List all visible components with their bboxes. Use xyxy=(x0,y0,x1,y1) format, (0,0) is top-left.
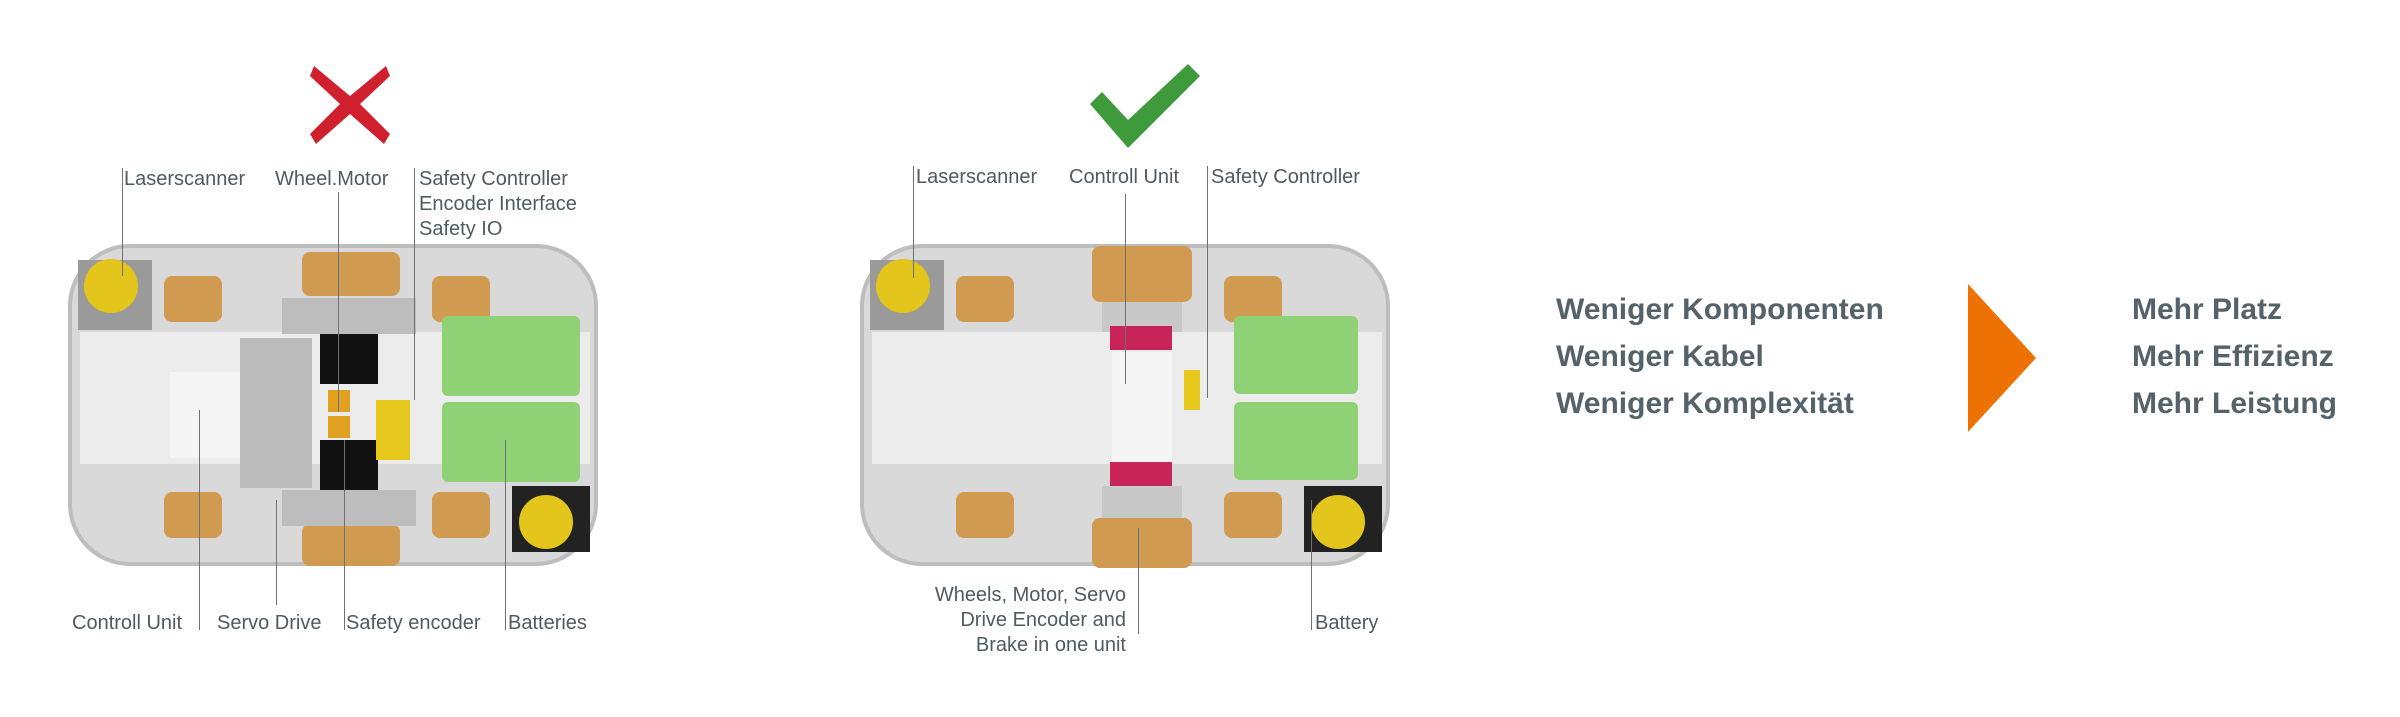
leader-line xyxy=(1125,194,1126,384)
label-batteries: Batteries xyxy=(508,612,587,634)
less-cables: Weniger Kabel xyxy=(1556,340,1764,373)
leader-line xyxy=(199,410,200,630)
label-integrated-unit-2: Drive Encoder and xyxy=(960,609,1126,631)
leader-line xyxy=(1311,500,1312,630)
label-wheel-motor: Wheel.Motor xyxy=(275,168,389,190)
arrow-right-icon xyxy=(1968,284,2036,432)
leader-line xyxy=(1138,528,1139,634)
less-complexity: Weniger Komplexität xyxy=(1556,387,1854,420)
label-battery: Battery xyxy=(1315,612,1379,634)
more-space: Mehr Platz xyxy=(2132,293,2283,326)
label-servo-drive: Servo Drive xyxy=(217,612,322,634)
leader-line xyxy=(1207,166,1208,398)
leader-line xyxy=(122,168,123,276)
leader-line xyxy=(414,168,415,400)
label-laserscanner: Laserscanner xyxy=(124,168,246,190)
leader-line xyxy=(338,192,339,412)
robot-integrated-diagram xyxy=(860,244,1390,568)
label-controll-unit: Controll Unit xyxy=(72,612,183,634)
leader-line xyxy=(276,500,277,605)
leader-line xyxy=(913,166,914,278)
label-integrated-unit-3: Brake in one unit xyxy=(975,634,1126,656)
label-laserscanner: Laserscanner xyxy=(916,166,1038,188)
label-safety-controller: Safety Controller xyxy=(1211,166,1360,188)
label-integrated-unit-1: Wheels, Motor, Servo xyxy=(934,584,1126,606)
label-controll-unit: Controll Unit xyxy=(1069,166,1180,188)
label-encoder-interface: Encoder Interface xyxy=(419,193,577,215)
check-icon xyxy=(1090,64,1200,148)
less-components: Weniger Komponenten xyxy=(1556,293,1884,326)
label-safety-io: Safety IO xyxy=(419,218,503,240)
label-safety-controller: Safety Controller xyxy=(419,168,568,190)
cross-icon xyxy=(310,66,390,144)
more-efficiency: Mehr Effizienz xyxy=(2132,340,2334,373)
label-safety-encoder: Safety encoder xyxy=(346,612,481,634)
more-performance: Mehr Leistung xyxy=(2132,387,2338,420)
leader-line xyxy=(505,440,506,630)
robot-conventional-diagram xyxy=(68,244,598,566)
leader-line xyxy=(344,440,345,630)
